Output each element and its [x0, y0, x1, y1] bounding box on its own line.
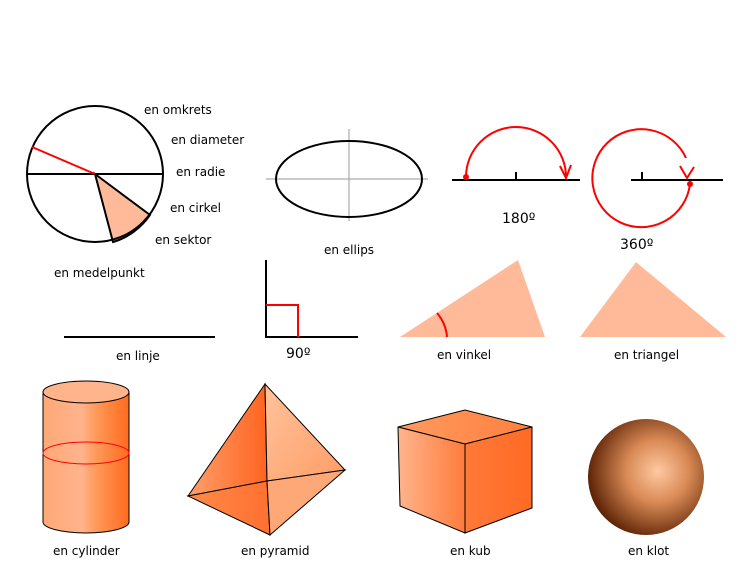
- sphere-shape: [588, 419, 704, 535]
- ellipse-diagram: [266, 129, 428, 221]
- right-angle-diagram: [265, 260, 358, 338]
- half-turn-arc: [465, 126, 567, 178]
- pyramid-back-face: [264, 382, 347, 482]
- cube-front-face: [397, 426, 466, 534]
- angle-arc: [436, 312, 448, 338]
- full-turn-arrowhead: [679, 165, 695, 180]
- label-ellipse: en ellips: [324, 243, 375, 257]
- angle-diagram: [400, 260, 545, 338]
- cylinder-body: [42, 391, 130, 534]
- label-angle: en vinkel: [437, 348, 492, 362]
- label-sector: en sektor: [155, 233, 212, 247]
- label-pyramid: en pyramid: [241, 544, 310, 558]
- cylinder-mid-ring: [42, 441, 130, 465]
- label-sphere: en klot: [628, 544, 670, 558]
- cube-side-face: [464, 426, 533, 534]
- angle-triangle: [400, 260, 545, 337]
- full-turn-arc: [591, 128, 691, 229]
- full-turn-diagram: [591, 128, 723, 229]
- label-line: en linje: [116, 349, 160, 363]
- label-cylinder: en cylinder: [53, 544, 120, 558]
- label-triangle: en triangel: [614, 348, 680, 362]
- right-angle-marker: [266, 304, 299, 337]
- full-turn-start-dot: [687, 181, 693, 187]
- label-diameter: en diameter: [171, 133, 245, 147]
- half-turn-diagram: [452, 126, 580, 181]
- half-turn-arrowhead: [559, 164, 572, 181]
- cylinder-top: [42, 380, 130, 404]
- label-right-angle: 90º: [286, 346, 311, 362]
- label-circumference: en omkrets: [144, 103, 212, 117]
- label-full-turn: 360º: [620, 237, 654, 253]
- circle-radius: [31, 146, 96, 175]
- label-half-turn: 180º: [502, 211, 536, 227]
- label-center: en medelpunkt: [54, 266, 145, 280]
- pyramid-diagram: [186, 382, 347, 537]
- cylinder-diagram: [42, 380, 130, 534]
- label-radius: en radie: [176, 165, 226, 179]
- label-cube: en kub: [450, 544, 491, 558]
- triangle-shape: [580, 262, 726, 337]
- half-turn-start-dot: [463, 174, 469, 180]
- pyramid-left-face: [186, 382, 268, 497]
- ellipse-shape: [275, 140, 423, 218]
- cube-diagram: [397, 409, 533, 534]
- circle-sector: [93, 171, 152, 244]
- pyramid-right-face: [266, 469, 347, 537]
- label-circle: en cirkel: [170, 201, 221, 215]
- circle-diagram: [26, 105, 164, 244]
